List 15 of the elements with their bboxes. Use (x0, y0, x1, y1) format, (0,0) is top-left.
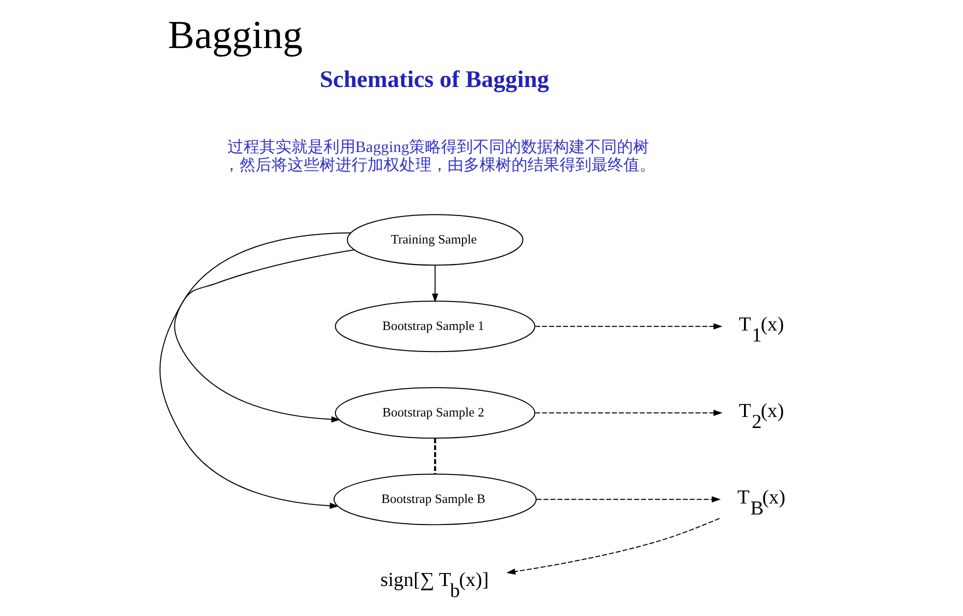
node-ellipse: Training Sample (346, 214, 523, 266)
arrow (534, 410, 722, 416)
node-ellipse: Bootstrap Sample 1 (334, 300, 535, 352)
diagram-title: Bagging (167, 12, 302, 57)
arrow (536, 496, 720, 503)
label: Schematics of Bagging (319, 66, 549, 93)
label: 过程其实就是利用Bagging策略得到不同的数据构建不同的树，然后将这些树进行加权处理，由多棵树的结果得到最终值。 (222, 139, 655, 174)
node-ellipse: Bootstrap Sample 2 (334, 387, 535, 439)
connector (434, 438, 436, 474)
arrow (174, 249, 354, 422)
node-ellipse: Bootstrap Sample B (333, 474, 536, 526)
arrow (431, 264, 438, 303)
arrow (534, 323, 722, 330)
arrow (506, 518, 720, 575)
arrow (158, 232, 351, 509)
